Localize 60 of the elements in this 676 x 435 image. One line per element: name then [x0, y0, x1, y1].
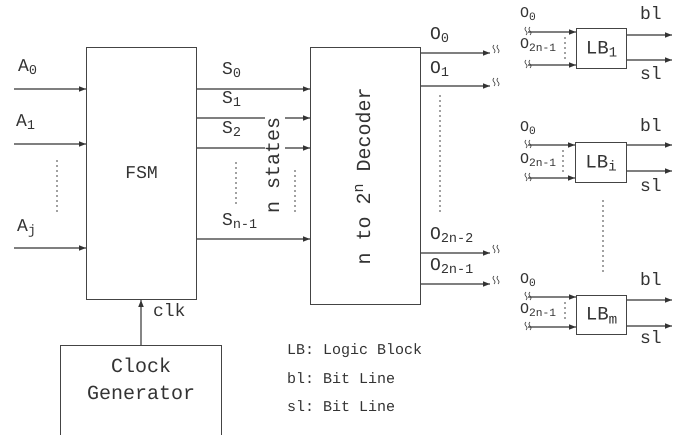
edge-label: sl	[640, 178, 662, 196]
block-label: LB$_{m}$	[586, 306, 618, 324]
edge-label: A$_{1}$	[16, 113, 35, 131]
arrow	[627, 168, 672, 174]
arrow	[421, 50, 490, 56]
edge-label: O$_{2n-1}$	[520, 152, 556, 167]
edge-label: S$_{n-1}$	[222, 212, 258, 230]
edge-label: O$_{2n-2}$	[430, 226, 474, 244]
edge-label: A$_{0}$	[18, 58, 37, 76]
edge-label: sl	[640, 66, 662, 84]
block-label: Clock Generator	[86, 355, 196, 408]
edge-label: bl	[640, 272, 662, 290]
block-box	[86, 47, 197, 300]
arrow	[627, 297, 672, 303]
edge-label: S$_{0}$	[222, 61, 241, 79]
edge-label: O$_{2n-1}$	[520, 302, 556, 317]
logic-block-box	[576, 28, 627, 69]
edge-label: sl	[640, 330, 662, 348]
arrow	[528, 175, 575, 181]
arrow	[421, 83, 490, 89]
note-text: bl: Bit Line	[287, 372, 396, 387]
arrow	[627, 32, 672, 38]
block-label: LB$_{i}$	[585, 153, 617, 172]
edge-label: O$_{1}$	[430, 60, 449, 78]
arrow	[14, 141, 86, 147]
arrow	[14, 245, 86, 251]
arrow	[528, 324, 576, 330]
arrow	[627, 57, 672, 63]
arrow	[528, 142, 575, 148]
arrow	[138, 300, 144, 345]
edge-label: clk	[153, 303, 186, 321]
logic-block-box	[575, 142, 627, 183]
note-text: sl: Bit Line	[287, 400, 396, 415]
arrow	[627, 323, 672, 329]
arrow	[528, 62, 576, 68]
edge-label: S$_{2}$	[222, 120, 241, 138]
edge-label: O$_{2n-1}$	[520, 37, 556, 52]
arrow	[14, 86, 86, 92]
arrow	[528, 29, 576, 35]
block-box	[60, 345, 222, 435]
arrow	[197, 86, 310, 92]
edge-label: bl	[640, 118, 662, 136]
arrow	[421, 281, 490, 287]
arrow	[627, 142, 672, 148]
logic-block-box	[576, 295, 627, 335]
edge-label: S$_{1}$	[222, 90, 241, 108]
edge-label: O$_{0}$	[520, 272, 536, 287]
edge-label: O$_{2n-1}$	[430, 257, 474, 275]
edge-label: A$_{j}$	[17, 218, 36, 236]
block-label: FSM	[125, 164, 158, 182]
arrow	[197, 236, 310, 242]
edge-label: bl	[640, 6, 662, 24]
block-box	[310, 47, 421, 305]
edge-label: O$_{0}$	[520, 120, 536, 135]
note-text: LB: Logic Block	[287, 343, 422, 358]
arrow	[528, 294, 576, 300]
block-label: LB$_{1}$	[586, 39, 618, 58]
arrow	[421, 250, 490, 256]
edge-label: O$_{0}$	[520, 6, 536, 21]
edge-label: O$_{0}$	[430, 26, 449, 44]
